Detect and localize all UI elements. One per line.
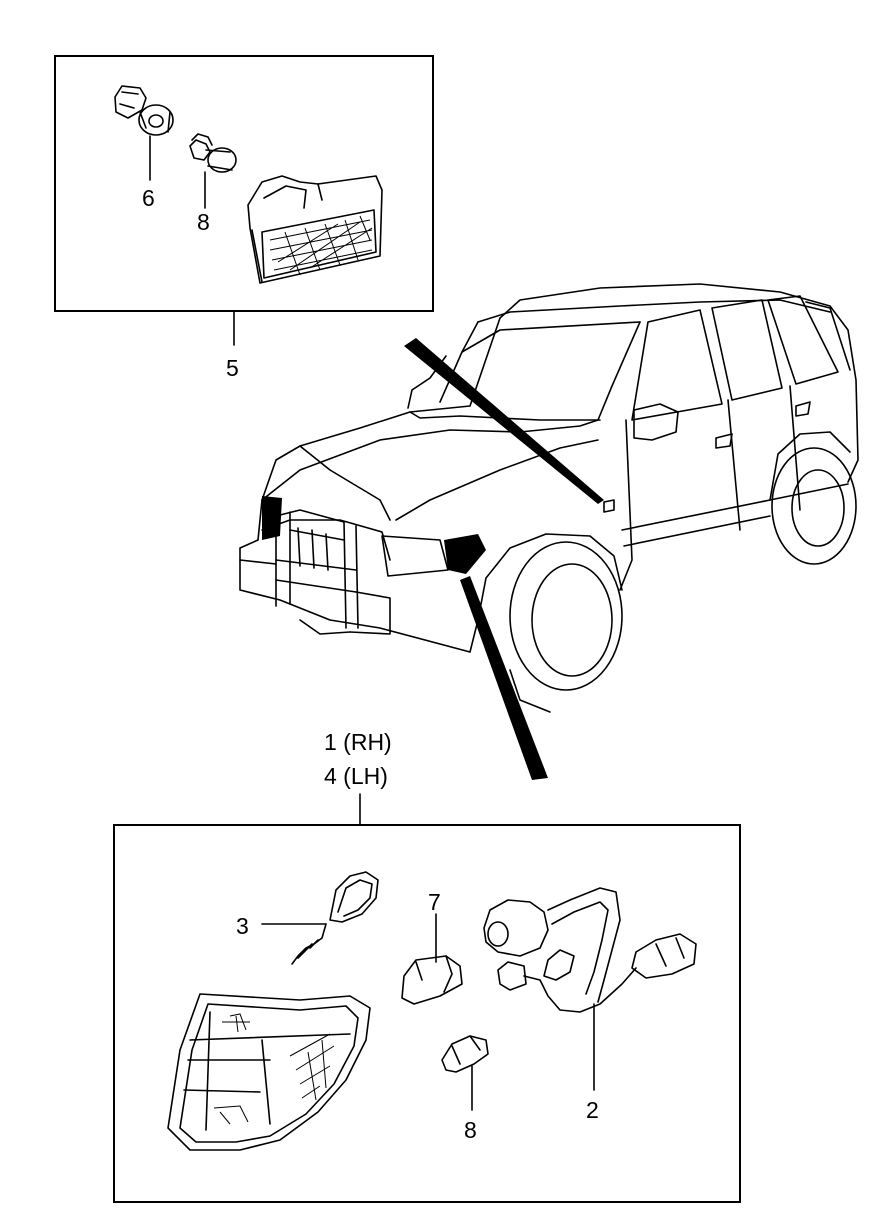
- side-marker-box: [54, 55, 434, 346]
- callout-4-lh: 4 (LH): [324, 763, 388, 789]
- corner-lamp-lens: [167, 993, 371, 1151]
- socket-part-6: [114, 85, 174, 181]
- side-marker-lens: [247, 175, 383, 284]
- callout-8-top: 8: [197, 209, 210, 235]
- leader-wedge-bottom: [460, 576, 548, 780]
- bulb-part-8-top: [189, 133, 237, 209]
- packing-part-3: [261, 871, 379, 965]
- callout-3: 3: [236, 913, 249, 939]
- callout-2: 2: [586, 1097, 599, 1123]
- vehicle-illustration: [239, 283, 859, 713]
- wiring-harness-part-2: [483, 887, 697, 1091]
- callout-5: 5: [226, 355, 239, 381]
- callout-1-rh: 1 (RH): [324, 729, 392, 755]
- combination-lamp-box: [113, 824, 741, 1203]
- callout-7: 7: [428, 889, 441, 915]
- callout-6: 6: [142, 185, 155, 211]
- callout-8-bottom: 8: [464, 1117, 477, 1143]
- bulb-part-7: [401, 913, 463, 1005]
- leader-wedge-top: [404, 338, 604, 504]
- bulb-part-8-bottom: [441, 1035, 489, 1111]
